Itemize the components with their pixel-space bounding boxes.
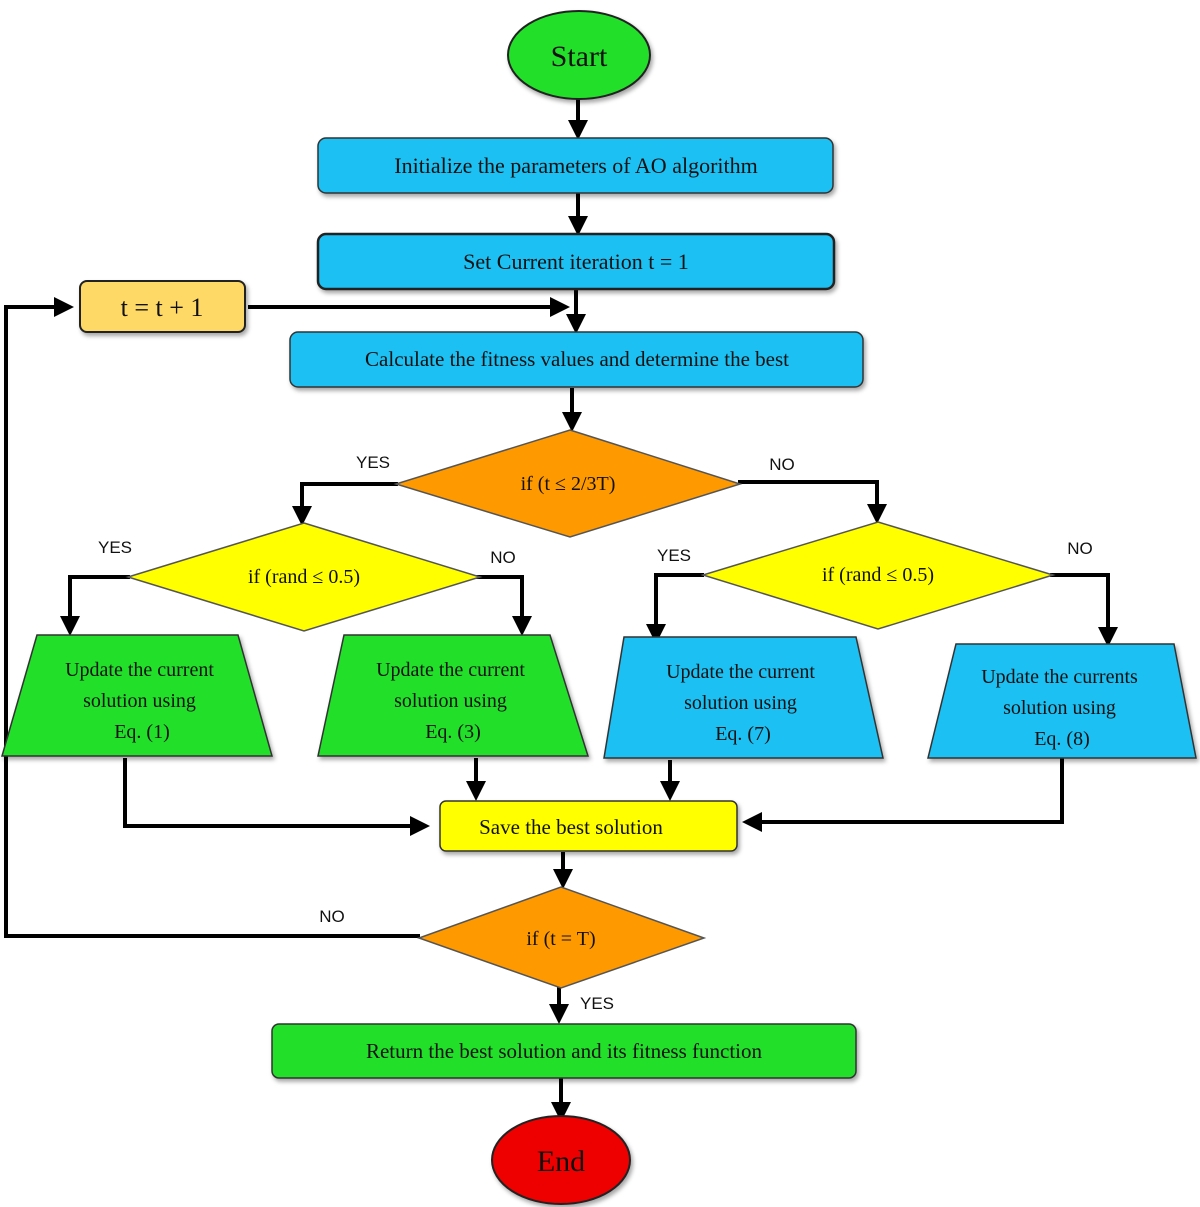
rand-decision-right-label: if (rand ≤ 0.5): [822, 564, 934, 586]
end-node: [491, 1115, 631, 1205]
update-eq3-line3: Eq. (3): [425, 721, 481, 743]
update-eq3-line1: Update the current: [376, 659, 525, 681]
increment-step: [79, 280, 246, 333]
connectors: [4, 98, 1118, 1122]
rand-decision-left: [125, 522, 483, 632]
update-eq8-label: Update the currents solution using Eq. (…: [981, 666, 1143, 750]
update-eq3-line2: solution using: [394, 690, 507, 712]
save-best-label: Save the best solution: [479, 815, 663, 839]
start-node: [507, 10, 651, 100]
return-best-label: Return the best solution and its fitness…: [366, 1039, 763, 1063]
update-eq8-line1: Update the currents: [981, 666, 1138, 688]
left-no-label: NO: [490, 548, 516, 567]
update-eq3-label: Update the current solution using Eq. (3…: [376, 659, 530, 743]
update-eq7-label: Update the current solution using Eq. (7…: [666, 661, 820, 745]
right-no-label: NO: [1067, 539, 1093, 558]
arrow-right-no: [1050, 573, 1118, 647]
phase-decision-label: if (t ≤ 2/3T): [521, 473, 616, 495]
arrow-phase-no: [738, 480, 887, 524]
update-eq8-line2: solution using: [1003, 697, 1116, 719]
end-label: End: [537, 1145, 585, 1178]
update-eq3-step: [317, 634, 590, 757]
return-best-step: [271, 1023, 857, 1079]
phase-yes-label: YES: [356, 453, 390, 472]
arrow-term-no-loop: [4, 297, 420, 938]
update-eq1-line3: Eq. (1): [114, 721, 170, 743]
calc-fitness-step: [289, 331, 864, 388]
arrow-eq8-to-save: [742, 758, 1064, 832]
rand-decision-right: [700, 521, 1056, 630]
left-yes-label: YES: [98, 538, 132, 557]
set-iteration-step: [316, 232, 836, 291]
arrow-eq1-to-save: [123, 758, 430, 836]
calc-fitness-label: Calculate the fitness values and determi…: [365, 347, 789, 371]
rand-decision-left-label: if (rand ≤ 0.5): [248, 566, 360, 588]
arrow-phase-yes: [292, 482, 398, 526]
termination-decision-label: if (t = T): [526, 928, 595, 950]
init-step-label: Initialize the parameters of AO algorith…: [394, 153, 757, 178]
increment-label: t = t + 1: [121, 293, 204, 322]
save-best-step: [439, 800, 738, 852]
update-eq7-line3: Eq. (7): [715, 723, 771, 745]
termination-decision: [416, 886, 707, 989]
right-yes-label: YES: [657, 546, 691, 565]
set-iteration-label: Set Current iteration t = 1: [463, 249, 689, 274]
arrow-left-yes: [60, 575, 130, 636]
update-eq7-step: [603, 636, 884, 759]
update-eq7-line2: solution using: [684, 692, 797, 714]
phase-no-label: NO: [769, 455, 795, 474]
update-eq1-line2: solution using: [83, 690, 196, 712]
update-eq1-step: [1, 634, 273, 757]
term-yes-label: YES: [580, 994, 614, 1013]
update-eq8-line3: Eq. (8): [1034, 728, 1090, 750]
update-eq7-line1: Update the current: [666, 661, 815, 683]
arrow-right-yes: [646, 573, 704, 644]
phase-decision: [393, 429, 743, 538]
term-no-label: NO: [319, 907, 345, 926]
update-eq1-line1: Update the current: [65, 659, 214, 681]
update-eq1-label: Update the current solution using Eq. (1…: [65, 659, 219, 743]
init-step: [317, 137, 834, 194]
arrow-left-no: [476, 575, 532, 636]
start-label: Start: [551, 40, 608, 73]
update-eq8-step: [927, 643, 1197, 759]
